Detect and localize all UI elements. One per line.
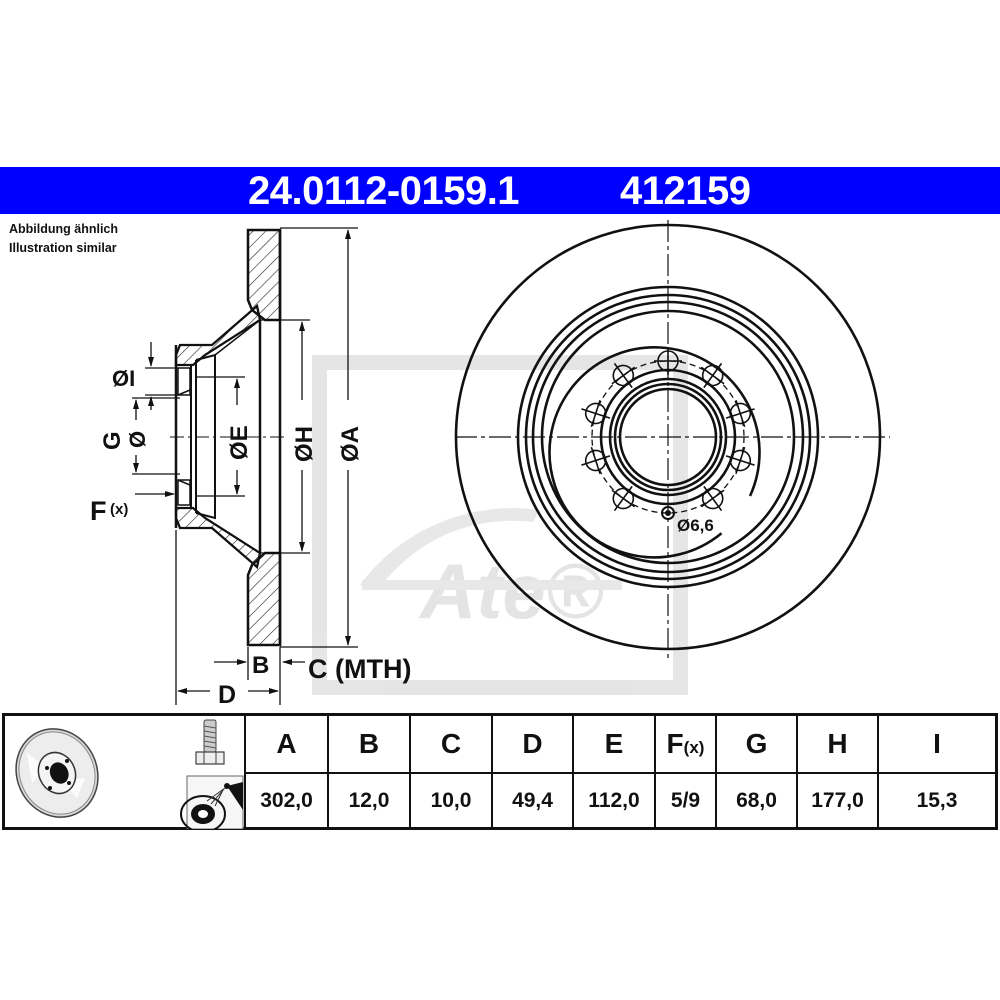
label-b: B — [252, 652, 269, 679]
note-english: Illustration similar — [9, 241, 117, 255]
note-german: Abbildung ähnlich — [9, 222, 119, 236]
header-a: A — [244, 713, 329, 774]
dimension-lines — [132, 227, 358, 705]
value-c: 10,0 — [409, 772, 493, 830]
value-h: 177,0 — [796, 772, 879, 830]
value-e: 112,0 — [572, 772, 656, 830]
label-hole-diameter: Ø6,6 — [677, 516, 714, 535]
value-g: 68,0 — [715, 772, 798, 830]
label-d: D — [218, 681, 236, 709]
header-f: F(x) — [654, 713, 717, 774]
header-f-letter: F — [666, 728, 684, 759]
reference-number: 412159 — [620, 169, 751, 213]
header-d: D — [491, 713, 574, 774]
header-i: I — [877, 713, 998, 774]
spec-table: A B C D E F(x) G H I 302,0 12,0 10,0 49,… — [2, 713, 998, 830]
side-view-section — [170, 228, 285, 647]
label-f: F — [90, 496, 107, 526]
bolt-icon — [195, 719, 225, 765]
value-b: 12,0 — [327, 772, 411, 830]
bolt-holes — [581, 347, 755, 512]
small-hole-marker — [665, 510, 671, 516]
label-dia-h: ØH — [291, 426, 318, 462]
header-b: B — [327, 713, 411, 774]
label-dia-a: ØA — [337, 426, 364, 462]
header-f-suffix: (x) — [683, 738, 705, 757]
header-g: G — [715, 713, 798, 774]
header-h: H — [796, 713, 879, 774]
value-f: 5/9 — [654, 772, 717, 830]
icon-cell — [2, 713, 246, 830]
header-c: C — [409, 713, 493, 774]
value-d: 49,4 — [491, 772, 574, 830]
technical-drawing: Ate® — [90, 220, 890, 709]
label-c-mth: C (MTH) — [308, 654, 411, 684]
label-g-dia: Ø — [125, 431, 150, 448]
cleaning-spray-icon — [180, 775, 244, 829]
value-a: 302,0 — [244, 772, 329, 830]
title-banner: 24.0112-0159.1 412159 — [0, 167, 1000, 214]
label-g: G — [99, 431, 126, 450]
label-f-suffix: (x) — [110, 501, 128, 518]
label-dia-e: ØE — [226, 425, 253, 460]
watermark-logo-text: Ate® — [418, 547, 604, 635]
header-e: E — [572, 713, 656, 774]
label-dia-i: ØI — [112, 366, 135, 391]
brake-disc-icon — [15, 728, 99, 818]
value-i: 15,3 — [877, 772, 998, 830]
part-number: 24.0112-0159.1 — [248, 169, 520, 213]
dimension-labels: ØI G Ø F (x) ØE ØH ØA B C (MTH) D — [90, 366, 411, 709]
front-view-disc — [454, 220, 890, 660]
